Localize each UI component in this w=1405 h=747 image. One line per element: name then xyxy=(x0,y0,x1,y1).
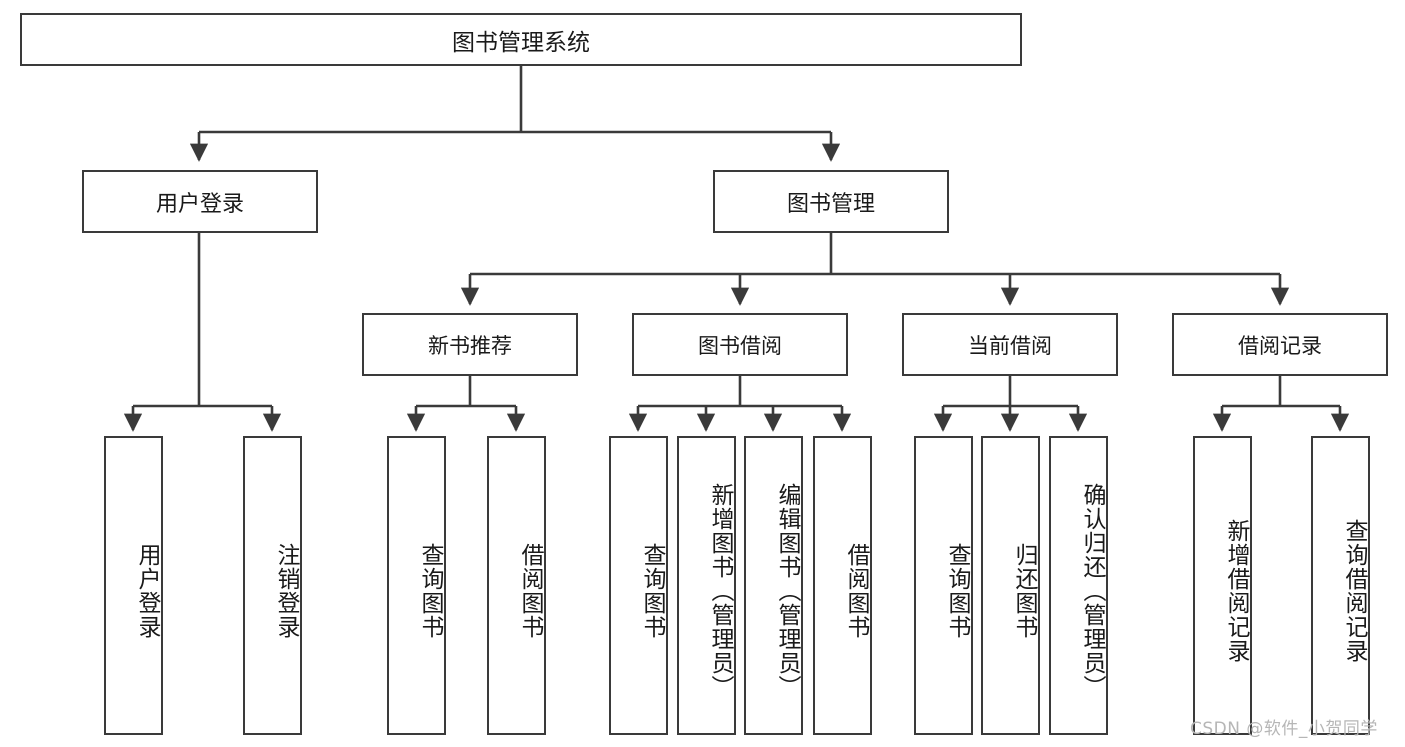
node-book-borrow-label: 图书借阅 xyxy=(698,333,782,358)
node-borrow-record-label: 借阅记录 xyxy=(1238,333,1322,358)
node-current-borrow-label: 当前借阅 xyxy=(968,333,1052,358)
leaf-add-record-label: 新增借阅记录 xyxy=(1223,518,1249,663)
leaf-add-book[interactable]: 新增图书（管理员） xyxy=(677,436,736,735)
leaf-query-book-3-label: 查询图书 xyxy=(944,542,970,639)
leaf-confirm-return-label: 确认归还（管理员） xyxy=(1079,482,1105,699)
leaf-query-book-1-label: 查询图书 xyxy=(417,542,443,639)
leaf-return-book[interactable]: 归还图书 xyxy=(981,436,1040,735)
leaf-logout-label: 注销登录 xyxy=(273,542,299,639)
leaf-add-book-label: 新增图书（管理员） xyxy=(707,482,733,699)
leaf-confirm-return[interactable]: 确认归还（管理员） xyxy=(1049,436,1108,735)
leaf-borrow-book-2[interactable]: 借阅图书 xyxy=(813,436,872,735)
leaf-query-book-3[interactable]: 查询图书 xyxy=(914,436,973,735)
node-borrow-record[interactable]: 借阅记录 xyxy=(1172,313,1388,376)
leaf-edit-book-label: 编辑图书（管理员） xyxy=(774,482,800,699)
leaf-add-record[interactable]: 新增借阅记录 xyxy=(1193,436,1252,735)
leaf-borrow-book-1-label: 借阅图书 xyxy=(517,542,543,639)
node-root[interactable]: 图书管理系统 xyxy=(20,13,1022,66)
leaf-user-login-label: 用户登录 xyxy=(134,542,160,639)
node-new-book-recommend-label: 新书推荐 xyxy=(428,333,512,358)
leaf-query-book-2-label: 查询图书 xyxy=(639,542,665,639)
leaf-edit-book[interactable]: 编辑图书（管理员） xyxy=(744,436,803,735)
node-user-login-label: 用户登录 xyxy=(155,191,244,217)
leaf-query-record-label: 查询借阅记录 xyxy=(1341,518,1367,663)
leaf-query-book-1[interactable]: 查询图书 xyxy=(387,436,446,735)
node-root-label: 图书管理系统 xyxy=(452,29,590,56)
node-book-manage-label: 图书管理 xyxy=(786,191,875,217)
node-current-borrow[interactable]: 当前借阅 xyxy=(902,313,1118,376)
node-book-manage[interactable]: 图书管理 xyxy=(713,170,949,233)
node-new-book-recommend[interactable]: 新书推荐 xyxy=(362,313,578,376)
leaf-borrow-book-2-label: 借阅图书 xyxy=(843,542,869,639)
leaf-borrow-book-1[interactable]: 借阅图书 xyxy=(487,436,546,735)
node-user-login[interactable]: 用户登录 xyxy=(82,170,318,233)
leaf-query-book-2[interactable]: 查询图书 xyxy=(609,436,668,735)
leaf-query-record[interactable]: 查询借阅记录 xyxy=(1311,436,1370,735)
leaf-user-login[interactable]: 用户登录 xyxy=(104,436,163,735)
csdn-watermark: CSDN @软件_小贺同学 xyxy=(1190,719,1378,739)
leaf-logout[interactable]: 注销登录 xyxy=(243,436,302,735)
node-book-borrow[interactable]: 图书借阅 xyxy=(632,313,848,376)
leaf-return-book-label: 归还图书 xyxy=(1011,542,1037,639)
